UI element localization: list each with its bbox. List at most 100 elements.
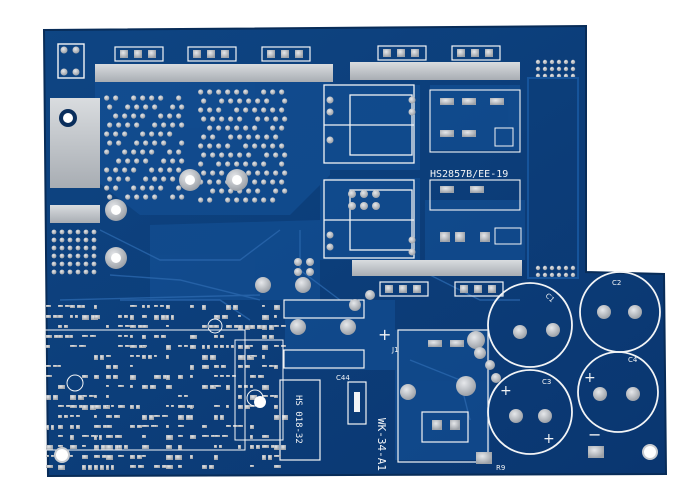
smd-pad [118, 345, 123, 347]
via [237, 134, 243, 140]
smd-pad [222, 435, 228, 437]
smd-pad [46, 345, 50, 348]
via [549, 272, 555, 278]
via [228, 116, 234, 122]
smd-pad [262, 355, 265, 359]
via [143, 176, 149, 182]
via [234, 125, 240, 131]
smd-pad [70, 305, 75, 308]
smd-pad [207, 345, 210, 349]
smd-pad [90, 405, 96, 410]
smd-pad [238, 385, 242, 388]
smd-pad [125, 325, 130, 327]
smd-pad [124, 315, 128, 318]
smd-pad [214, 335, 218, 338]
via [207, 197, 213, 203]
via [170, 158, 176, 164]
smd-pad [154, 465, 160, 468]
smd-pad [166, 325, 169, 327]
via [270, 143, 276, 149]
via [234, 107, 240, 113]
smd-pad [221, 365, 226, 368]
via [570, 265, 576, 271]
via [170, 194, 176, 200]
smd-pad [220, 415, 224, 420]
smd-pad [82, 455, 88, 459]
smd-pad [190, 375, 193, 378]
smd-pad [274, 315, 277, 318]
via [116, 122, 122, 128]
via [179, 122, 185, 128]
via [122, 149, 128, 155]
smd-pad [94, 455, 100, 458]
smd-pad [190, 365, 194, 370]
via [535, 66, 541, 72]
smd-pad [90, 335, 96, 337]
via [261, 161, 267, 167]
via [104, 149, 110, 155]
via [243, 197, 249, 203]
smd-pad [130, 405, 134, 409]
via [113, 167, 119, 173]
via [216, 161, 222, 167]
smd-pad [274, 405, 278, 409]
via [282, 188, 288, 194]
smd-pad [58, 465, 65, 470]
via [216, 125, 222, 131]
smd-pad [232, 375, 236, 377]
via [152, 122, 158, 128]
smd-pad [106, 445, 113, 450]
via [125, 104, 131, 110]
smd-pad [46, 375, 52, 377]
smd-pad [125, 345, 130, 347]
transformer-top [323, 84, 415, 164]
via [210, 116, 216, 122]
smd-pad [202, 385, 208, 389]
via [216, 89, 222, 95]
smd-pad [138, 465, 144, 468]
via [261, 143, 267, 149]
smd-pad [82, 315, 89, 320]
via [570, 59, 576, 65]
via [158, 185, 164, 191]
via [542, 66, 548, 72]
smd-pad [70, 415, 74, 417]
smd-pad [214, 315, 220, 319]
smd-pad [130, 365, 133, 367]
via [210, 188, 216, 194]
smd-pad [190, 345, 196, 349]
smd-pad [234, 325, 240, 328]
via [219, 98, 225, 104]
smd-pad [219, 445, 222, 448]
smd-pad [101, 445, 106, 450]
via [282, 152, 288, 158]
via [234, 161, 240, 167]
smd-pad [106, 395, 109, 398]
smd-pad [256, 445, 260, 449]
smd-pad [178, 345, 182, 347]
via [158, 131, 164, 137]
via [270, 107, 276, 113]
smd-pad [106, 385, 109, 387]
smd-pad [274, 395, 278, 398]
via [140, 131, 146, 137]
smd-pad [106, 405, 109, 407]
smd-pad [114, 415, 120, 418]
via [201, 152, 207, 158]
via [59, 261, 65, 267]
smd-pad [214, 455, 218, 460]
ic-outlines [44, 318, 284, 451]
smd-pad [113, 365, 118, 369]
via [75, 229, 81, 235]
smd-pad [124, 445, 128, 449]
smd-pad [214, 405, 220, 407]
smd-pad [94, 315, 100, 319]
smd-pad [220, 375, 224, 377]
via [134, 104, 140, 110]
smd-pad [82, 435, 89, 437]
via [131, 185, 137, 191]
smd-pad [70, 435, 74, 440]
smd-pad [209, 325, 214, 328]
transistor-row-top [114, 45, 501, 62]
via [549, 66, 555, 72]
